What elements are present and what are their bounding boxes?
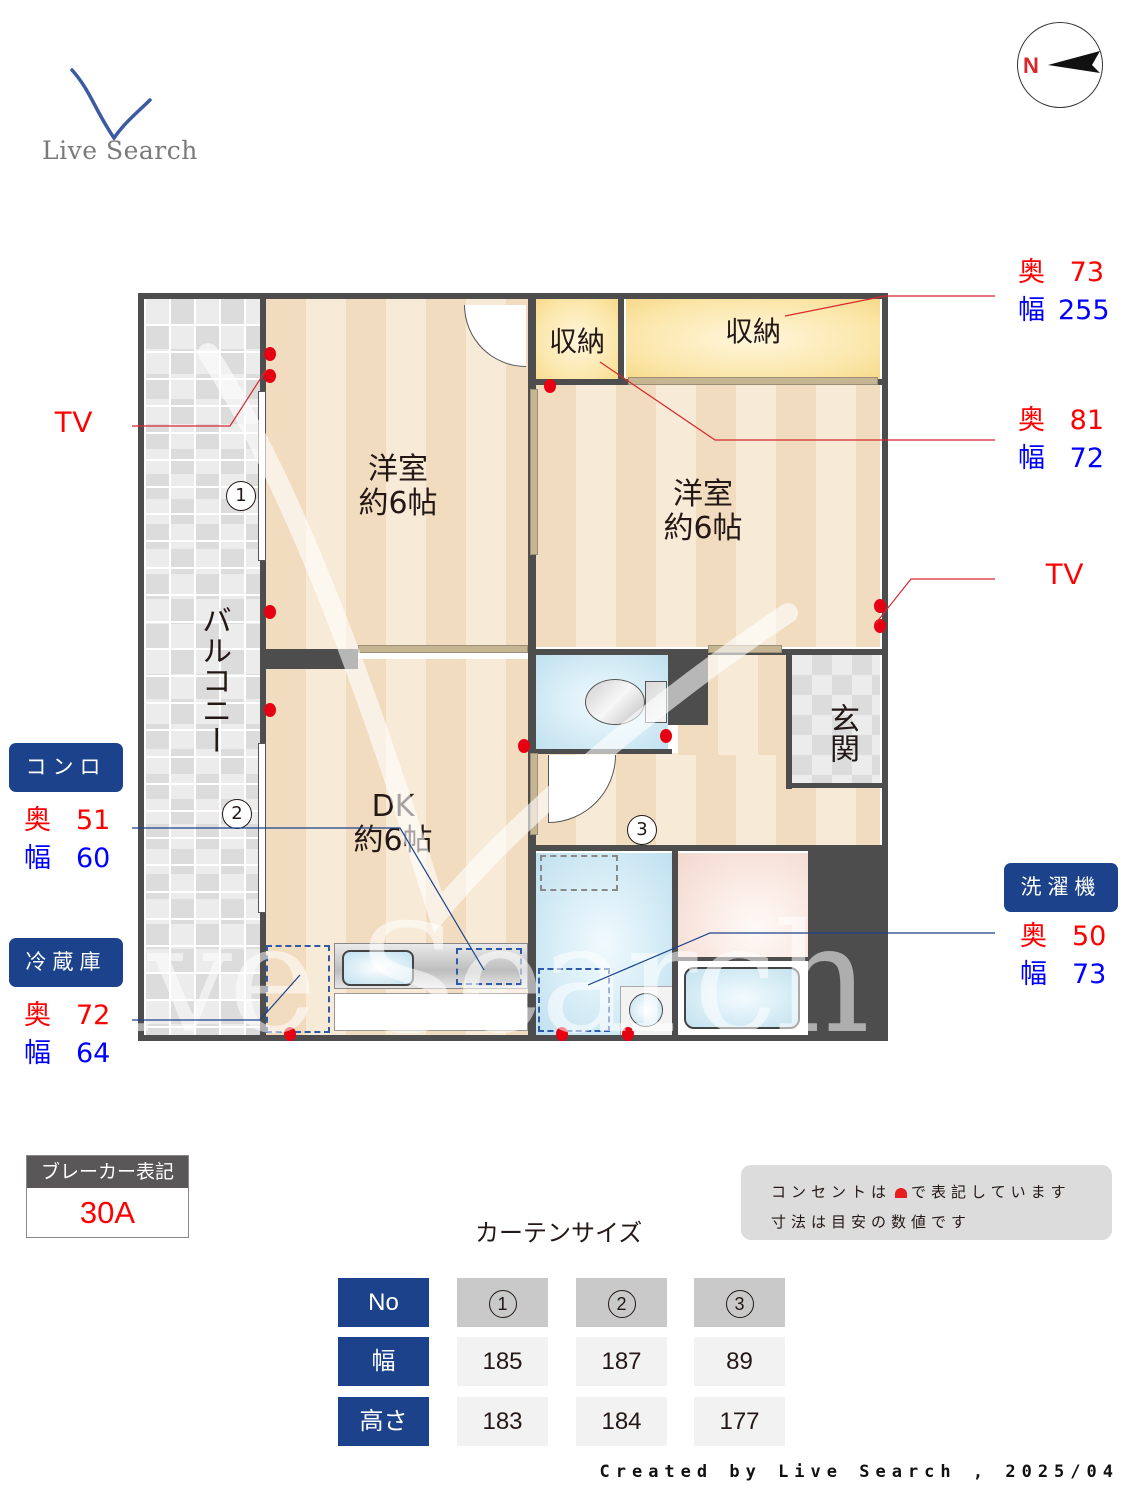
- row-header-no: No: [338, 1278, 429, 1327]
- outlet-legend-icon: [895, 1187, 908, 1198]
- room-label-western-left: 洋室 約6帖: [358, 452, 438, 521]
- breaker-label: ブレーカー表記: [27, 1156, 188, 1188]
- curtain-height-3: 177: [694, 1397, 785, 1446]
- breaker-value: 30A: [79, 1195, 136, 1230]
- legend-note: コンセントはで表記しています 寸法は目安の数値です: [741, 1165, 1112, 1240]
- stove-tag: コンロ: [9, 743, 123, 792]
- curtain-marker-2: 2: [222, 799, 252, 829]
- curtain-marker-3: 3: [627, 815, 657, 845]
- curtain-width-3: 89: [694, 1337, 785, 1386]
- washer-tag: 洗濯機: [1004, 863, 1118, 912]
- tv-label-right: TV: [1045, 558, 1084, 591]
- tv-label-left: TV: [54, 406, 93, 439]
- shelf-outline: [540, 855, 618, 891]
- logo: [40, 60, 200, 170]
- curtain-no-2: 2: [576, 1278, 667, 1327]
- logo-mark-icon: [70, 68, 152, 140]
- curtain-width-1: 185: [457, 1337, 548, 1386]
- curtain-marker-1: 1: [226, 481, 256, 511]
- compass-icon: N: [1017, 22, 1103, 108]
- watermark-mark-icon: [198, 343, 798, 934]
- entrance-floor: [792, 655, 880, 785]
- curtain-table-title: カーテンサイズ: [475, 1219, 643, 1247]
- floor-plan: 洋室 約6帖 洋室 約6帖 DK 約6帖 収納 収納 バルコニー 玄関 1 2 …: [8, 293, 888, 1067]
- fridge-tag: 冷蔵庫: [9, 938, 123, 987]
- washbasin-icon: [620, 986, 674, 1036]
- curtain-width-2: 187: [576, 1337, 667, 1386]
- washer-space: [538, 968, 610, 1032]
- footer-credit: Created by Live Search , 2025/04: [599, 1462, 1119, 1482]
- compass-letter: N: [1023, 53, 1039, 78]
- room-label-entrance: 玄関: [824, 703, 859, 763]
- row-header-width: 幅: [338, 1337, 429, 1386]
- breaker-box: ブレーカー表記 30A: [26, 1155, 189, 1238]
- room-label-storage-large: 収納: [724, 315, 781, 348]
- curtain-no-3: 3: [694, 1278, 785, 1327]
- row-header-height: 高さ: [338, 1397, 429, 1446]
- western-room-left-floor: [266, 299, 528, 649]
- curtain-no-1: 1: [457, 1278, 548, 1327]
- logo-text: Live Search: [42, 136, 198, 165]
- curtain-height-1: 183: [457, 1397, 548, 1446]
- room-label-storage-small: 収納: [548, 325, 605, 358]
- room-label-western-right: 洋室 約6帖: [663, 477, 743, 546]
- curtain-height-2: 184: [576, 1397, 667, 1446]
- room-label-balcony: バルコニー: [196, 605, 231, 755]
